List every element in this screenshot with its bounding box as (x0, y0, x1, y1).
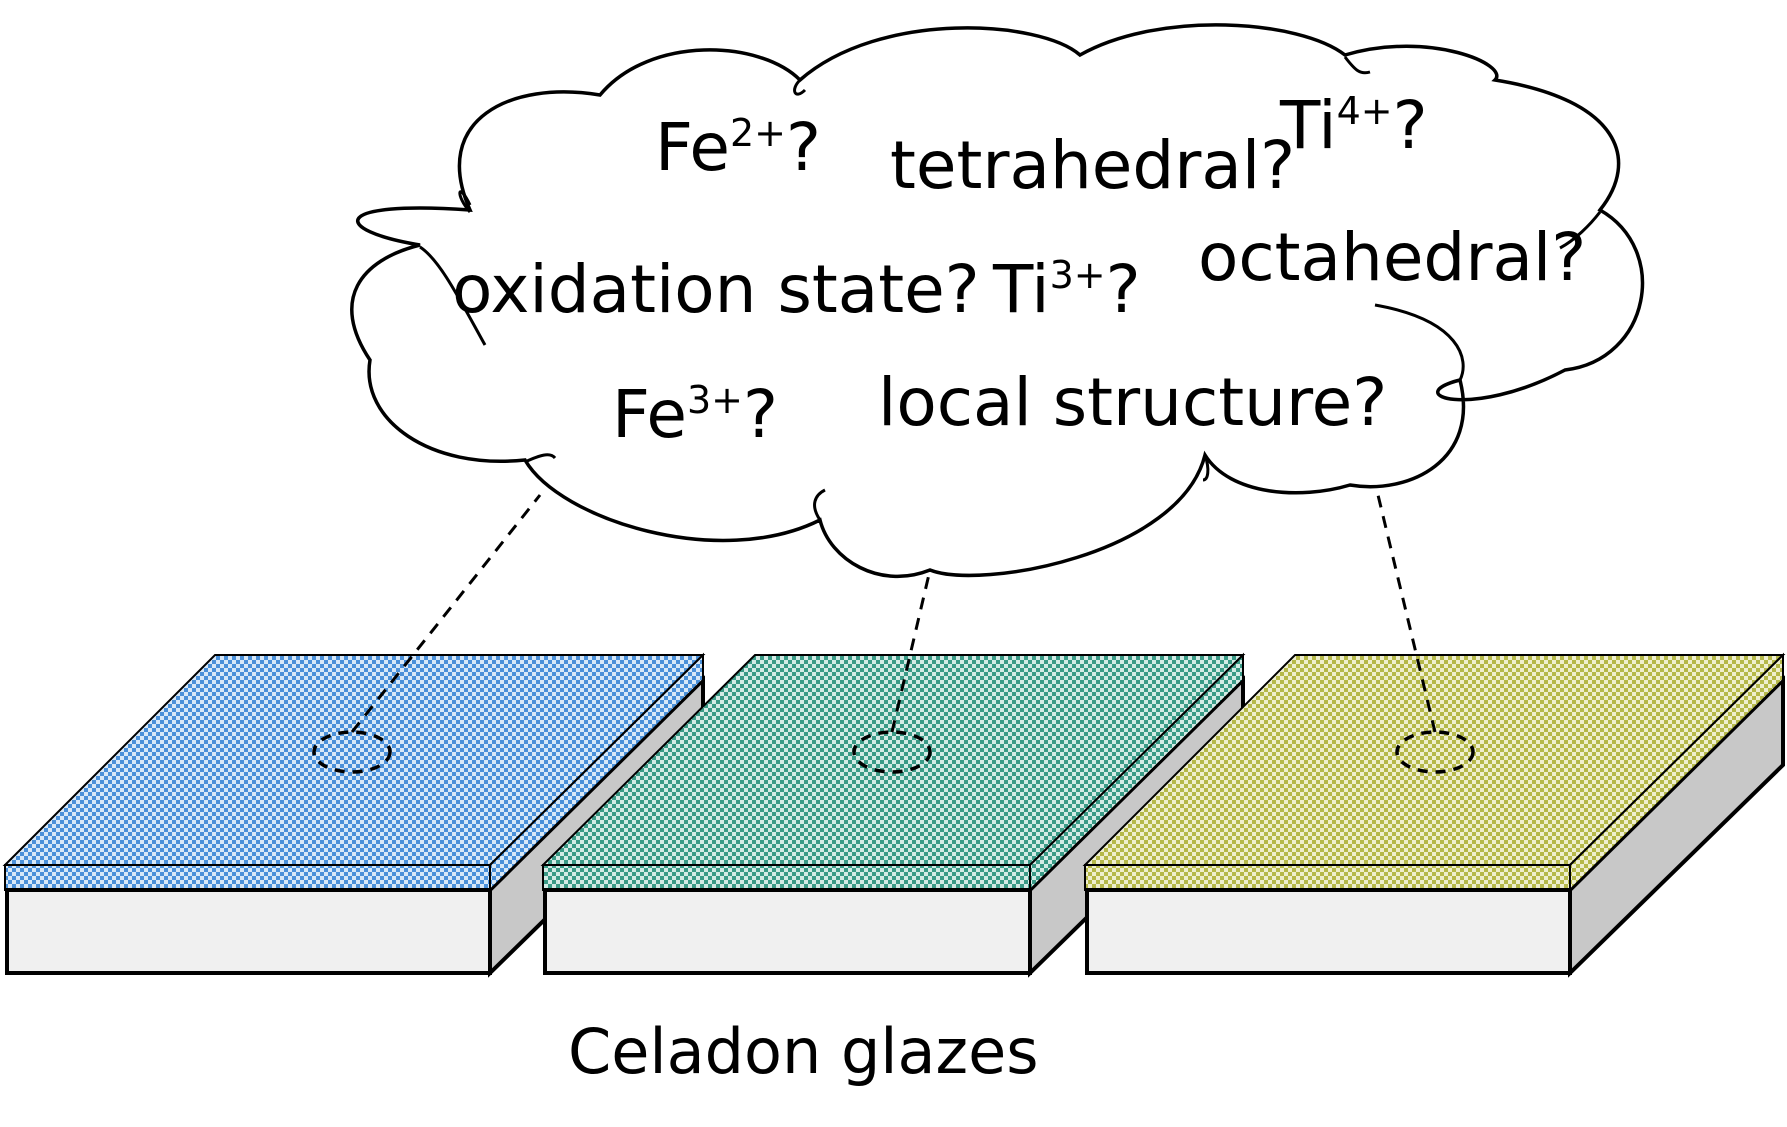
tile-glaze-edge (542, 864, 1031, 891)
thought-cloud (350, 23, 1645, 579)
tile-front (543, 888, 1032, 975)
tile-glaze-edge (1084, 864, 1571, 891)
question-fe2: Fe2+? (655, 109, 821, 186)
question-ti3: Ti3+? (992, 251, 1141, 328)
caption: Celadon glazes (568, 1015, 1039, 1088)
question-oxidation-state: oxidation state? (452, 251, 980, 328)
question-local-structure: local structure? (878, 364, 1387, 441)
tile-front (5, 888, 492, 975)
question-fe3: Fe3+? (612, 376, 778, 453)
tile-glaze-side (1029, 652, 1244, 893)
tile-yellow (1082, 494, 1786, 978)
cloud-outline (350, 23, 1645, 579)
question-octahedral: octahedral? (1198, 219, 1586, 296)
dashed-connector (890, 569, 932, 733)
sample-spot-ellipse (1395, 730, 1475, 774)
tile-green (540, 569, 1246, 978)
tile-glaze-side (1569, 652, 1784, 893)
tile-glaze-side (489, 652, 704, 893)
question-tetrahedral: tetrahedral? (890, 127, 1295, 204)
tile-front (1085, 888, 1572, 975)
dashed-connector (350, 494, 542, 733)
tile-glaze-edge (4, 864, 491, 891)
sample-spot-ellipse (852, 730, 932, 774)
question-ti4: Ti4+? (1279, 87, 1428, 164)
sample-spot-ellipse (312, 730, 392, 774)
